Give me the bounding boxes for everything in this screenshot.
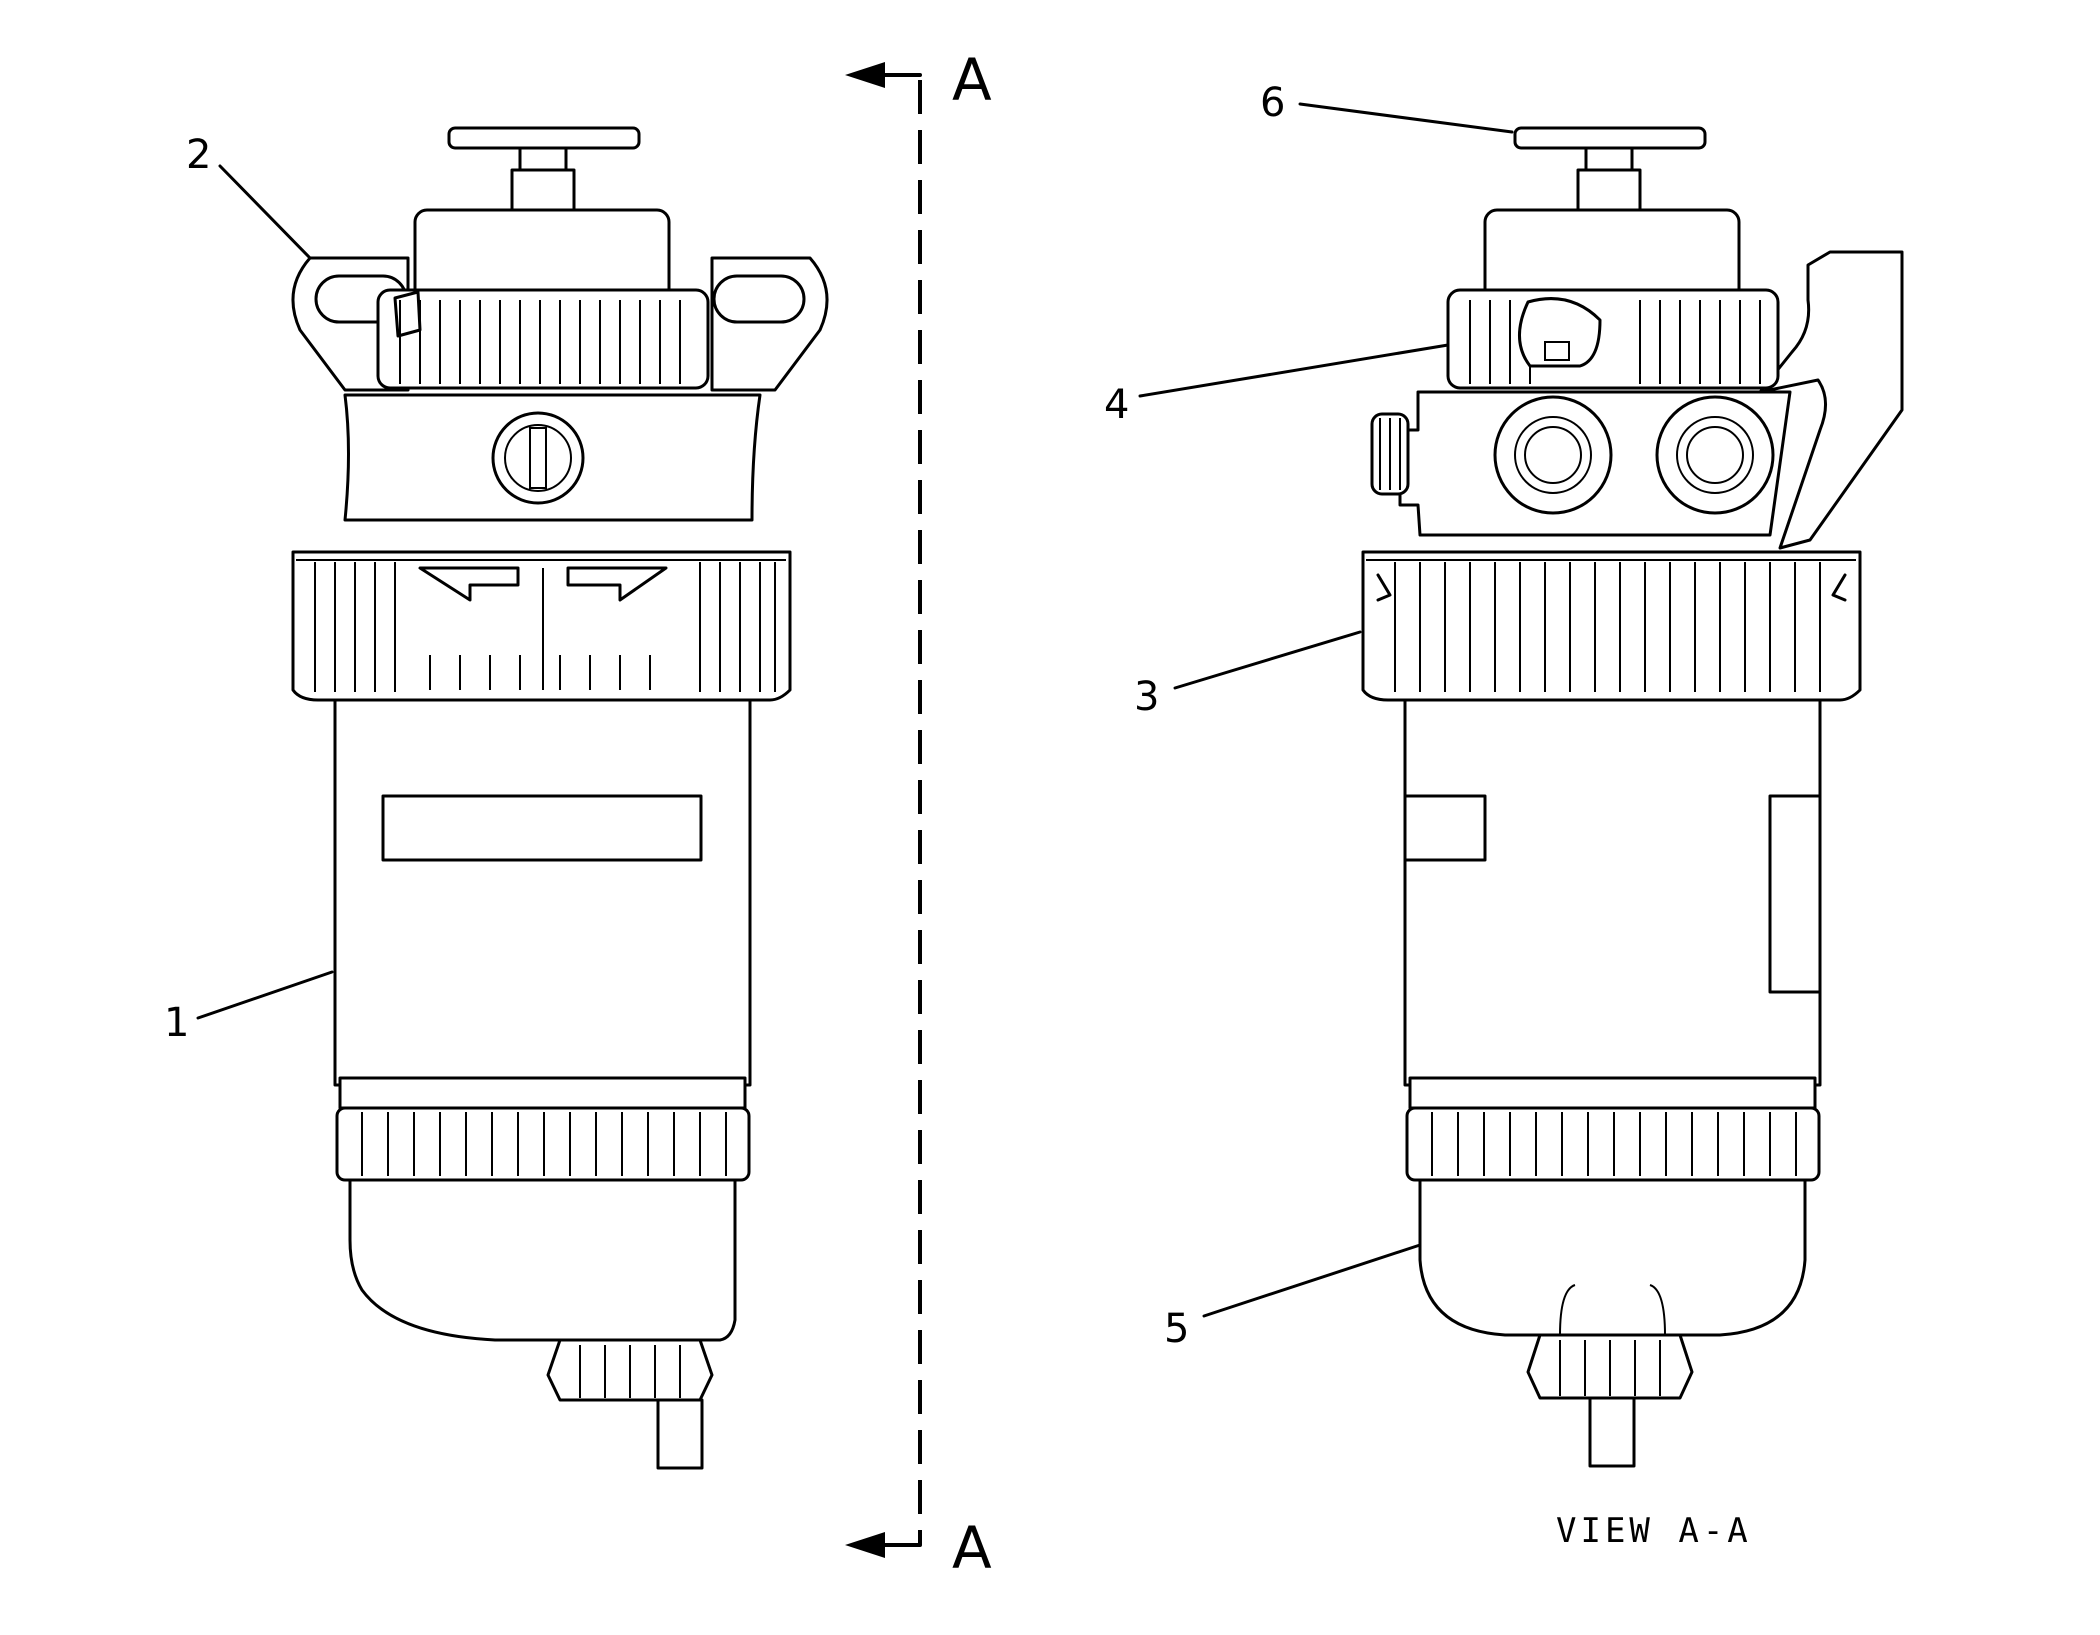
lower-band-front xyxy=(338,1076,747,1110)
water-bowl-side xyxy=(1418,1178,1807,1337)
filter-assembly-front-view xyxy=(291,126,829,1470)
port-left xyxy=(1493,395,1613,515)
label-plate-side-left xyxy=(1403,794,1487,862)
primer-handle-side xyxy=(1513,126,1707,212)
bowl-ring-front xyxy=(291,550,792,702)
upper-collar-front xyxy=(376,288,710,390)
filter-element-body-front xyxy=(333,698,752,1087)
callout-label-3: 3 xyxy=(1134,674,1159,720)
callout-5: 5 xyxy=(1164,1243,1422,1352)
label-plate-side-right xyxy=(1768,794,1822,994)
callout-label-5: 5 xyxy=(1164,1306,1189,1352)
drain-valve-side xyxy=(1526,1333,1694,1468)
filter-head-side xyxy=(1370,390,1792,537)
callout-label-1: 1 xyxy=(164,1000,189,1046)
callout-2: 2 xyxy=(186,132,312,260)
section-line-a-a: A A xyxy=(845,46,992,1582)
lower-band-side xyxy=(1408,1076,1817,1110)
bowl-ring-side xyxy=(1361,550,1862,702)
section-letter-top: A xyxy=(952,46,992,114)
callout-label-6: 6 xyxy=(1260,80,1285,126)
filter-assembly-side-view xyxy=(1361,126,1904,1468)
callout-1: 1 xyxy=(164,970,334,1046)
upper-collar-side xyxy=(1446,288,1780,390)
drain-valve-front xyxy=(546,1338,714,1470)
lower-ring-side xyxy=(1405,1106,1821,1182)
callout-4: 4 xyxy=(1104,343,1450,428)
filter-head-front xyxy=(343,393,762,522)
view-caption: VIEW A-A xyxy=(1556,1511,1752,1551)
callout-6: 6 xyxy=(1260,80,1514,134)
label-plate-front xyxy=(381,794,703,862)
port-right xyxy=(1655,395,1775,515)
callout-label-4: 4 xyxy=(1104,382,1129,428)
section-letter-bottom: A xyxy=(952,1514,992,1582)
lower-ring-front xyxy=(335,1106,751,1182)
callout-3: 3 xyxy=(1134,630,1362,720)
filter-element-body-side xyxy=(1403,698,1822,1087)
primer-handle-front xyxy=(447,126,641,212)
water-bowl-front xyxy=(348,1178,737,1342)
callout-label-2: 2 xyxy=(186,132,211,178)
mounting-bracket-side xyxy=(1758,250,1904,550)
